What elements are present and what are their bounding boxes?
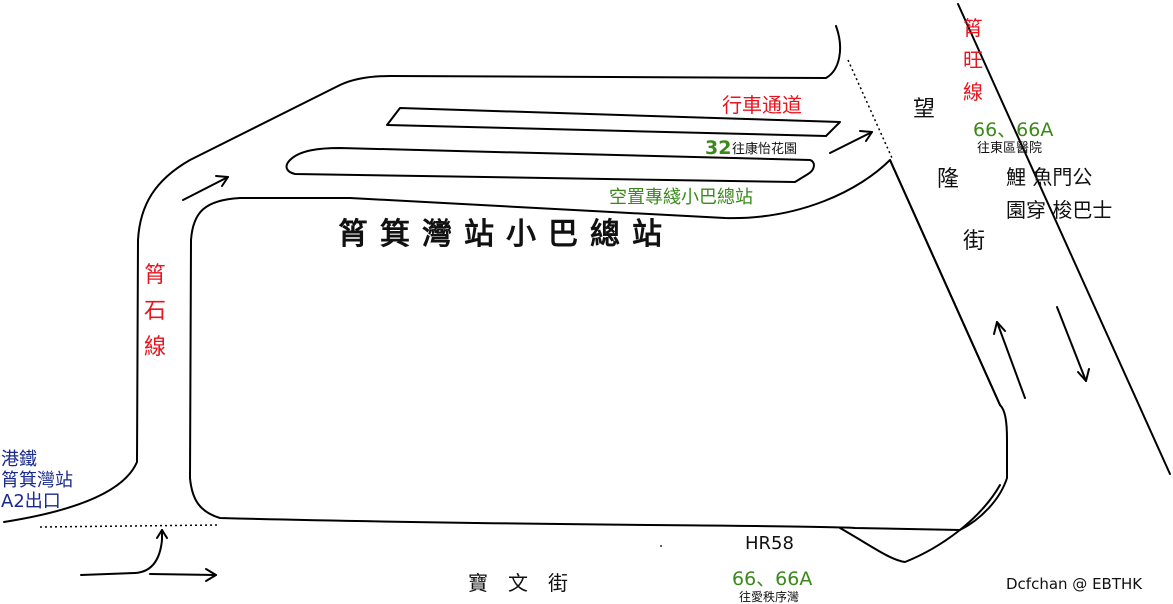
terminus-island <box>189 159 1008 531</box>
mtr-exit-label: 港鐵 筲箕灣站 A2出口 <box>1 449 73 512</box>
dotted-line-top <box>847 59 893 159</box>
route-32-destination: 往康怡花園 <box>732 142 798 157</box>
arrow-icon-turn-in <box>80 529 168 576</box>
stop-east-routes: 66、66A <box>973 119 1054 141</box>
road-label-shau-shek: 筲 石 線 <box>143 258 167 366</box>
route-32-number: 32 <box>705 137 732 159</box>
dotted-line-bottom <box>39 524 221 528</box>
vacant-minibus-terminus-label: 空置專綫小巴總站 <box>609 187 753 208</box>
road-edge-bottom <box>839 484 1001 563</box>
road-label-shau-shek-2: 石 <box>143 299 166 324</box>
road-label-po-man: 寶 文 街 <box>468 571 568 595</box>
credit-label: Dcfchan @ EBTHK <box>1006 575 1143 593</box>
mtr-exit-line-3: A2出口 <box>1 491 61 512</box>
arrow-icon-southbound <box>1056 306 1090 382</box>
road-label-shau-wong: 筲 旺 線 <box>961 12 985 108</box>
stop-east-destination: 往東區醫院 <box>977 141 1043 156</box>
page-title: 筲箕灣站小巴總站 <box>338 217 674 252</box>
hr58-label: HR58 <box>745 533 794 554</box>
road-label-shau-shek-1: 筲 <box>143 263 166 288</box>
bay-upper <box>386 107 841 137</box>
shuttle-label-line-2: 園穿 梭巴士 <box>1006 198 1113 222</box>
mtr-exit-line-1: 港鐵 <box>1 449 37 470</box>
stop-south-destination: 往愛秩序灣 <box>739 590 800 604</box>
terminus-outer-boundary <box>3 25 842 523</box>
mtr-exit-line-2: 筲箕灣站 <box>1 470 73 491</box>
road-label-shau-wong-1: 筲 <box>963 16 983 40</box>
shuttle-label-line-1: 鯉 魚門公 <box>1006 165 1093 189</box>
stop-south-routes: 66、66A <box>732 568 813 590</box>
mong-lung-west-edge <box>889 159 1001 406</box>
bay-lower <box>285 147 815 183</box>
arrow-icon-exit <box>829 130 873 154</box>
road-label-shau-shek-3: 線 <box>143 335 166 360</box>
arrow-icon-entry <box>182 175 229 201</box>
road-label-shau-wong-2: 旺 <box>963 48 983 72</box>
carriageway-label: 行車通道 <box>722 93 802 117</box>
mong-lung-east-edge <box>957 3 1171 475</box>
arrow-icon-northbound <box>993 321 1026 399</box>
arrow-icon-straight <box>149 568 217 582</box>
road-label-shau-wong-3: 線 <box>963 80 983 104</box>
